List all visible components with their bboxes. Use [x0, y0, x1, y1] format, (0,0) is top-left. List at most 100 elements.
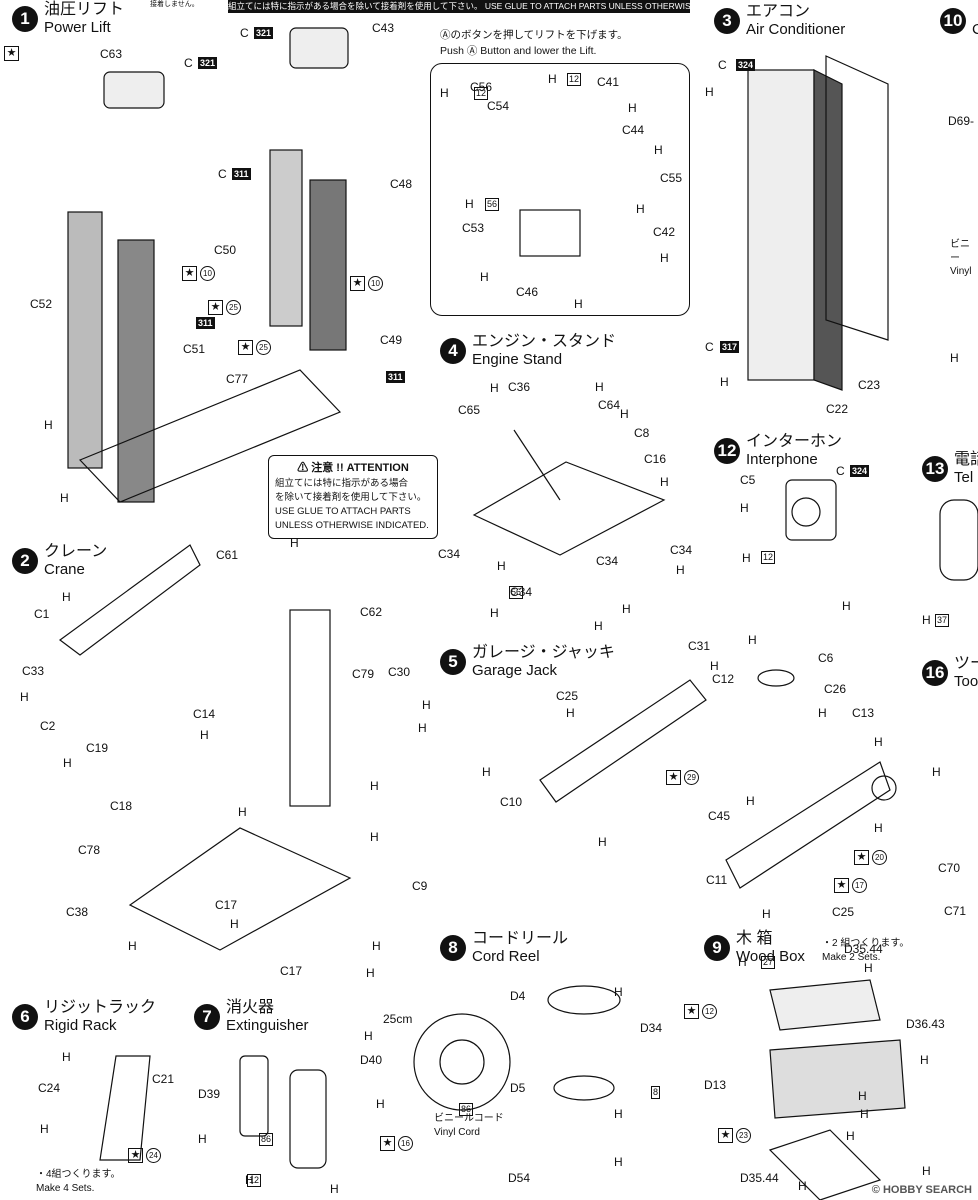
- part-label: C71: [944, 904, 967, 918]
- part-label: C5: [740, 473, 756, 487]
- lift-callout-en: Push Ⓐ Button and lower the Lift.: [440, 45, 597, 57]
- part-label: H: [238, 805, 247, 819]
- interphone-speaker: [791, 497, 821, 527]
- section-number-5: 5: [440, 649, 466, 675]
- part-label: H: [595, 380, 604, 394]
- part-label: H: [614, 985, 623, 999]
- part-number-box: 12: [761, 551, 776, 564]
- make-2-sets-en: Make 2 Sets.: [822, 951, 881, 963]
- part-number-box: 321: [198, 57, 218, 69]
- part-label: H: [864, 961, 873, 975]
- aircon-back-panel: [825, 55, 889, 341]
- cord-reel-disc: [547, 985, 621, 1015]
- crane-arm: [58, 544, 201, 656]
- part-label: H: [950, 351, 959, 365]
- part-number-box: 324: [736, 59, 756, 71]
- part-label: C14: [193, 707, 216, 721]
- vinyl-cord-note: ビニールコード Vinyl Cord: [434, 1112, 504, 1139]
- part-label: C38: [66, 905, 89, 919]
- part-label: C52: [30, 297, 53, 311]
- decal-number: 23: [736, 1128, 751, 1143]
- part-label: C22: [826, 402, 849, 416]
- part-label: H: [818, 706, 827, 720]
- section-title-jp-8: コードリール: [472, 930, 569, 947]
- part-label: C43: [372, 21, 395, 35]
- part-label: H: [920, 1053, 929, 1067]
- section-title-jp-16: ツー: [954, 655, 978, 672]
- part-label: H: [372, 939, 381, 953]
- part-label: H: [290, 536, 299, 550]
- crane-post: [289, 609, 331, 807]
- part-label: H: [594, 619, 603, 633]
- part-label: C23: [858, 378, 881, 392]
- make-sets-jp: ・4組つくります。: [36, 1169, 121, 1180]
- part-label: H: [63, 756, 72, 770]
- part-label: D36.43: [906, 1017, 945, 1031]
- part-number-box: 12: [474, 87, 489, 100]
- part-label: H: [245, 1173, 254, 1187]
- star-decal-icon: ★: [238, 340, 253, 355]
- decal-number: 12: [702, 1004, 717, 1019]
- section-title-en-5: Garage Jack: [472, 662, 558, 679]
- part-label: C10: [500, 795, 523, 809]
- lift-cap-2: [289, 27, 349, 69]
- telephone-body: [939, 499, 978, 581]
- part-label: H: [762, 907, 771, 921]
- lift-column-back: [269, 149, 303, 327]
- part-label: H: [676, 563, 685, 577]
- vinyl-cord-jp: ビニールコード: [434, 1113, 504, 1124]
- aircon-side: [813, 69, 843, 391]
- part-label: D35.44: [740, 1171, 779, 1185]
- section-title-jp-5: ガレージ・ジャッキ: [472, 644, 615, 661]
- section-title-en-6: Rigid Rack: [44, 1017, 117, 1034]
- part-label: C70: [938, 861, 961, 875]
- part-label: C77: [226, 372, 249, 386]
- part-label: C8: [634, 426, 650, 440]
- part-label: C79: [352, 667, 375, 681]
- decal-number: 10: [368, 276, 383, 291]
- part-label: C48: [390, 177, 413, 191]
- part-label: C42: [653, 225, 676, 239]
- part-label: H: [62, 590, 71, 604]
- part-label: C26: [824, 682, 847, 696]
- part-label: H: [710, 659, 719, 673]
- part-label: C49: [380, 333, 403, 347]
- part-label: C16: [644, 452, 667, 466]
- part-label: H: [230, 917, 239, 931]
- part-label: C34: [438, 547, 461, 561]
- part-number-box: 317: [720, 341, 740, 353]
- part-number-box: 12: [247, 1174, 262, 1187]
- section-title-en-8: Cord Reel: [472, 948, 540, 965]
- attention-jp1: 組立てには特に指示がある場合: [275, 477, 409, 489]
- part-label: H: [846, 1129, 855, 1143]
- section-number-16: 16: [922, 660, 948, 686]
- header-notice-bar: 組立てには特に指示がある場合を除いて接着剤を使用して下さい。 USE GLUE …: [228, 0, 690, 13]
- vinyl-partial-en: Vinyl: [950, 266, 972, 277]
- part-number-box: 8: [651, 1086, 661, 1099]
- part-label: H: [490, 381, 499, 395]
- part-number-box: 86: [459, 1103, 474, 1116]
- part-label: H: [20, 690, 29, 704]
- part-label: D39: [198, 1087, 221, 1101]
- section-number-8: 8: [440, 935, 466, 961]
- decal-number: 10: [200, 266, 215, 281]
- star-decal-icon: ★: [684, 1004, 699, 1019]
- section-title-en-16: Too: [954, 673, 978, 690]
- vinyl-partial-jp: ビニー: [950, 239, 970, 264]
- wood-box-bottom: [768, 1129, 882, 1200]
- part-label: C17: [280, 964, 303, 978]
- part-label: C31: [688, 639, 711, 653]
- part-label: C12: [712, 672, 735, 686]
- part-number-box: 12: [567, 73, 582, 86]
- part-label: H: [746, 794, 755, 808]
- extinguisher-bracket: [239, 1055, 269, 1137]
- attention-box: ⚠ 注意 !! ATTENTION 組立てには特に指示がある場合 を除いて接着剤…: [268, 455, 438, 539]
- part-label: C: [718, 58, 727, 72]
- section-title-en-13: Tel: [954, 469, 974, 486]
- part-label: C21: [152, 1072, 175, 1086]
- section-number-3: 3: [714, 8, 740, 34]
- engine-stand-leg: [513, 429, 561, 501]
- section-title-jp-2: クレーン: [44, 543, 108, 560]
- section-title-jp-3: エアコン: [746, 3, 811, 20]
